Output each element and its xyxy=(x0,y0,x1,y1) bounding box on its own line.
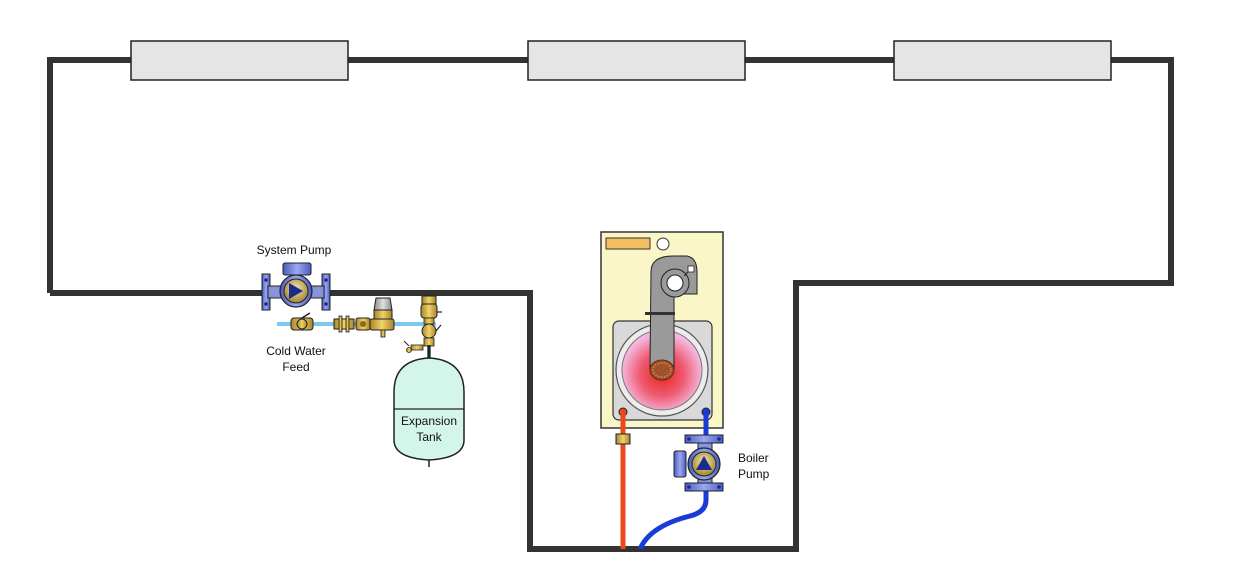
boiler-return-pipe xyxy=(637,414,709,551)
boiler-pump-icon xyxy=(673,434,724,492)
cold-water-feed-label-line2: Feed xyxy=(282,360,309,374)
cold-water-feed-label-line1: Cold Water xyxy=(266,344,326,358)
drain-valve-icon xyxy=(403,340,424,353)
expansion-tank-icon: Expansion Tank xyxy=(393,345,465,467)
radiator-3 xyxy=(893,40,1112,81)
union-fitting-icon xyxy=(615,433,631,445)
system-pump-label: System Pump xyxy=(257,243,332,257)
expansion-tank-label-line1: Expansion xyxy=(401,414,457,428)
expansion-tank-label-line2: Tank xyxy=(416,430,442,444)
system-pump-icon xyxy=(261,262,331,311)
safety-valve-icon xyxy=(420,295,442,347)
stop-valve-icon xyxy=(290,312,314,331)
boiler-icon xyxy=(600,231,724,429)
boiler-pump-label-line2: Pump xyxy=(738,467,770,481)
double-check-valve-icon xyxy=(333,315,371,333)
boiler-pump-label-line1: Boiler xyxy=(738,451,769,465)
radiator-1 xyxy=(130,40,349,81)
radiator-2 xyxy=(527,40,746,81)
pressure-reducing-valve-icon xyxy=(369,297,395,338)
main-pipe-loop xyxy=(47,57,1174,552)
